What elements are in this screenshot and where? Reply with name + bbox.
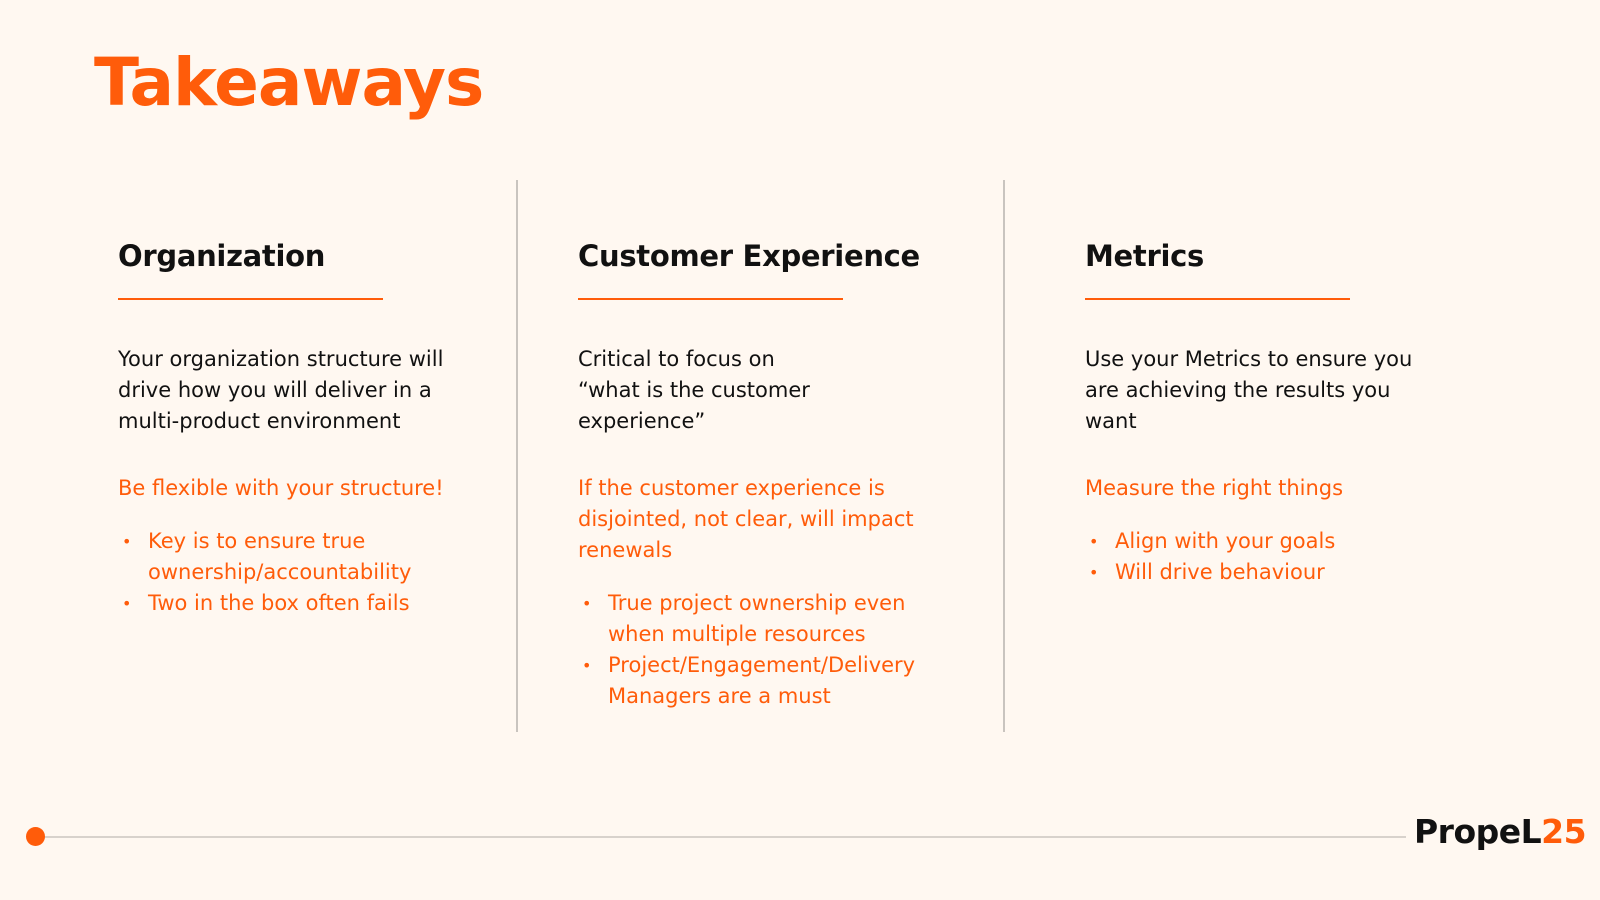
column-emphasis: Measure the right things [1085, 476, 1344, 500]
bullet-dot: • [122, 594, 132, 613]
brand-logo: PropeL25 [1414, 812, 1587, 851]
bullet-item: • True project ownership even when multi… [578, 588, 928, 650]
bullet-text: Project/Engagement/Delivery Managers are… [608, 653, 916, 708]
bullet-text: Two in the box often fails [148, 591, 410, 615]
column-body: Critical to focus on “what is the custom… [578, 347, 810, 433]
column-divider [516, 180, 518, 732]
bullet-text: Align with your goals [1115, 529, 1336, 553]
heading-underline [118, 298, 383, 300]
progress-dot [26, 827, 45, 846]
bullet-list: • Key is to ensure true ownership/accoun… [118, 526, 478, 619]
bullet-dot: • [582, 656, 592, 675]
column-heading: Organization [118, 239, 326, 273]
bullet-item: • Will drive behaviour [1085, 557, 1445, 588]
bullet-list: • Align with your goals • Will drive beh… [1085, 526, 1445, 588]
bullet-text: Will drive behaviour [1115, 560, 1325, 584]
bullet-dot: • [1089, 563, 1099, 582]
column-emphasis: If the customer experience is disjointed… [578, 476, 914, 562]
column-body: Use your Metrics to ensure you are achie… [1085, 347, 1413, 433]
bullet-item: • Two in the box often fails [118, 588, 448, 619]
column-heading: Customer Experience [578, 239, 920, 273]
bullet-dot: • [1089, 532, 1099, 551]
brand-number: 25 [1541, 812, 1587, 851]
bullet-item: • Key is to ensure true ownership/accoun… [118, 526, 448, 588]
bullet-dot: • [122, 532, 132, 551]
column-organization: Organization Your organization structure… [118, 236, 478, 619]
heading-underline [578, 298, 843, 300]
bullet-item: • Project/Engagement/Delivery Managers a… [578, 650, 948, 712]
bullet-text: Key is to ensure true ownership/accounta… [148, 529, 412, 584]
brand-name: PropeL [1414, 812, 1542, 851]
column-heading: Metrics [1085, 239, 1204, 273]
column-emphasis: Be flexible with your structure! [118, 476, 444, 500]
heading-underline [1085, 298, 1350, 300]
bullet-dot: • [582, 594, 592, 613]
column-metrics: Metrics Use your Metrics to ensure you a… [1085, 236, 1445, 588]
bullet-text: True project ownership even when multipl… [608, 591, 906, 646]
progress-line [36, 836, 1406, 838]
bullet-item: • Align with your goals [1085, 526, 1445, 557]
column-body: Your organization structure will drive h… [118, 347, 444, 433]
column-divider [1003, 180, 1005, 732]
slide-title: Takeaways [94, 44, 484, 121]
column-customer-experience: Customer Experience Critical to focus on… [578, 236, 948, 712]
bullet-list: • True project ownership even when multi… [578, 588, 948, 712]
